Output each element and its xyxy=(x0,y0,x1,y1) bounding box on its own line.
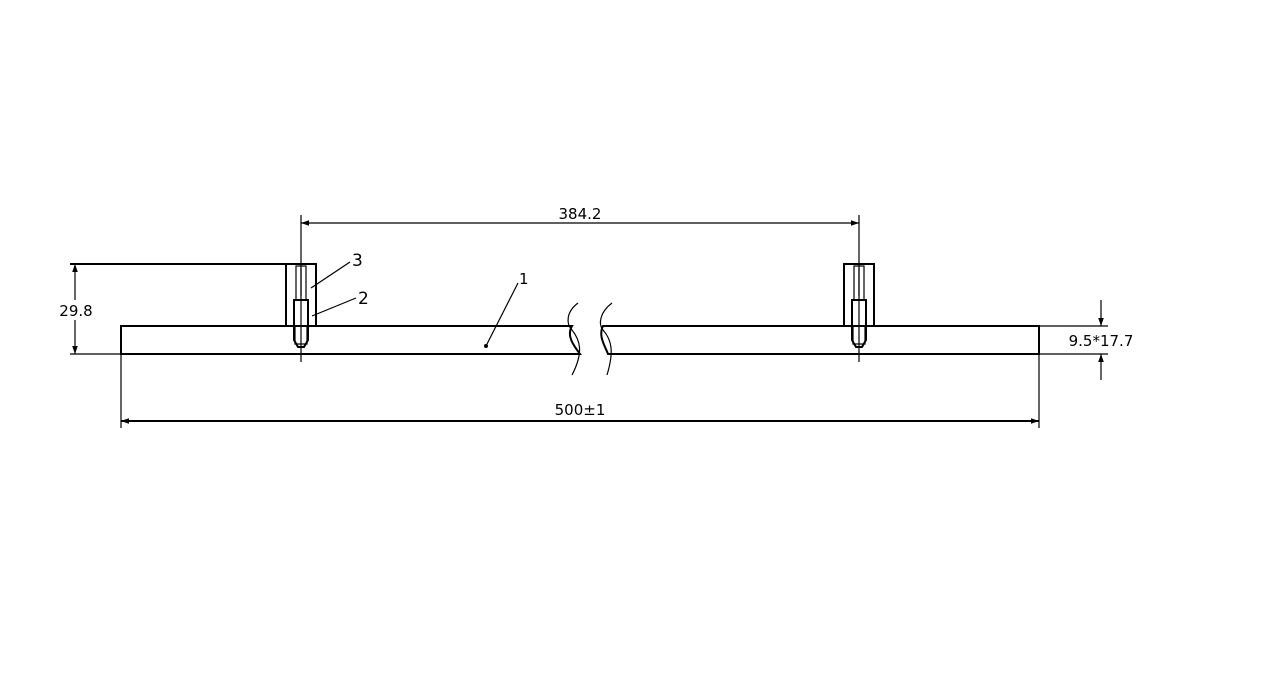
callout-1: 1 xyxy=(484,270,529,348)
callout-3: 3 xyxy=(310,251,363,289)
callout-2-label: 2 xyxy=(358,289,369,309)
break-line-left xyxy=(567,302,581,376)
dimension-section-label: 9.5*17.7 xyxy=(1069,332,1134,350)
dimension-spacing-label: 384.2 xyxy=(559,205,602,223)
dimension-length: 500±1 xyxy=(120,354,1040,428)
callout-3-label: 3 xyxy=(352,251,363,271)
dimension-section: 9.5*17.7 xyxy=(1039,300,1136,380)
dimension-height: 29.8 xyxy=(55,263,290,355)
dimension-length-label: 500±1 xyxy=(555,401,606,419)
break-line-right xyxy=(599,302,613,376)
dimension-height-label: 29.8 xyxy=(59,302,92,320)
bar-right-section xyxy=(600,325,1040,355)
bar-left-section xyxy=(120,325,583,355)
dimension-spacing: 384.2 xyxy=(301,205,859,226)
callout-1-label: 1 xyxy=(519,270,529,288)
callout-2: 2 xyxy=(311,289,369,317)
